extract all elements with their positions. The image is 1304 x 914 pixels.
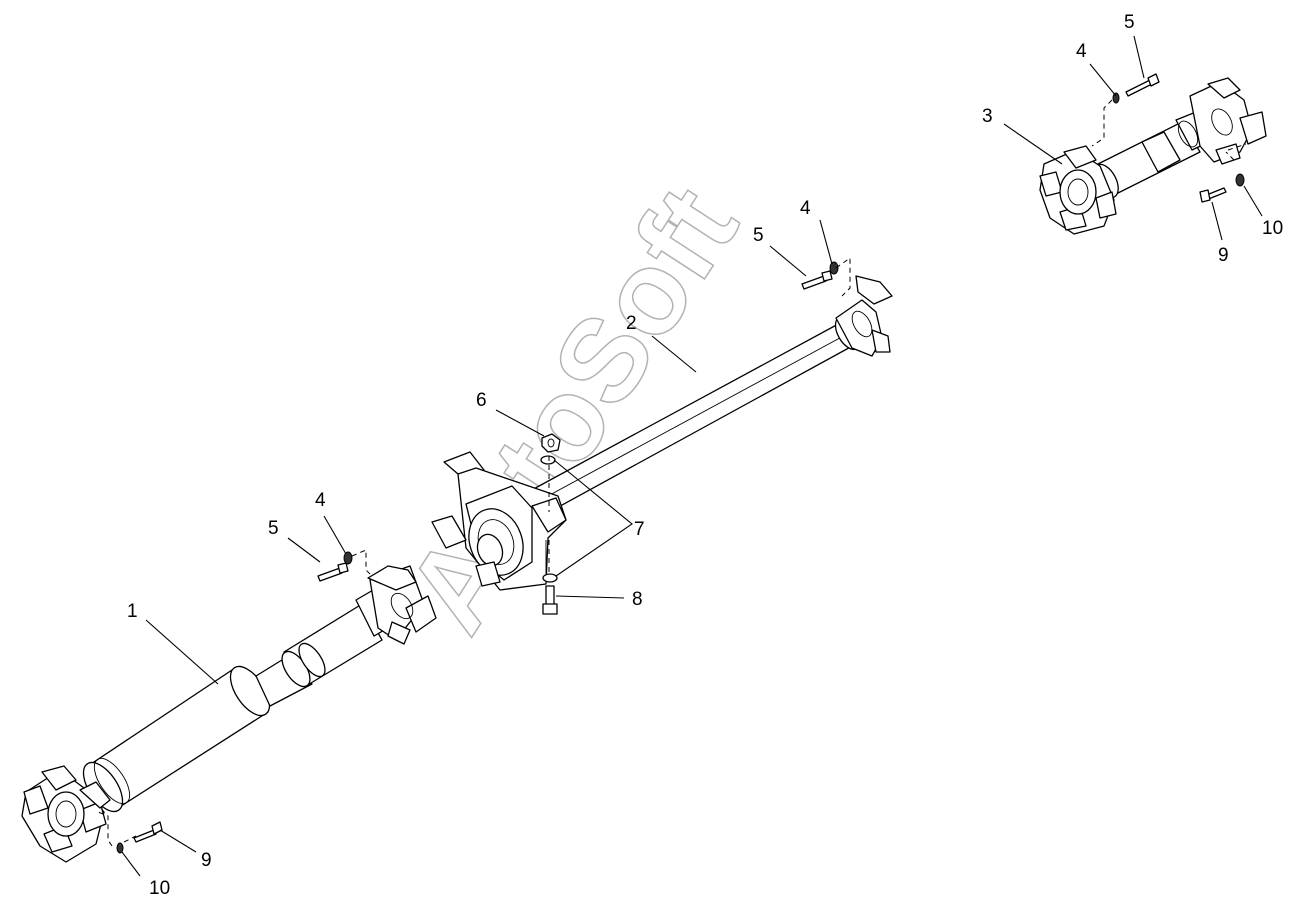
bolt-9-bottom <box>133 821 163 843</box>
callout-10-right: 10 <box>1262 218 1283 239</box>
intermediate-driveshaft <box>431 275 893 591</box>
callout-4-top: 4 <box>1076 41 1087 62</box>
center-bearing-support <box>431 451 567 591</box>
nut-10-bottom <box>116 842 124 854</box>
bolt-8 <box>542 585 558 615</box>
rear-flange-yoke-right <box>1189 77 1267 165</box>
washer-4-middle <box>829 261 839 275</box>
bolt-9-right <box>1199 187 1227 203</box>
callout-1: 1 <box>127 601 138 622</box>
callout-10-bottom: 10 <box>149 878 170 899</box>
bolt-5-top <box>1125 73 1160 97</box>
front-cross-flange-right <box>1039 145 1117 235</box>
callout-6: 6 <box>476 390 487 411</box>
callout-7: 7 <box>634 519 645 540</box>
rear-driveshaft <box>1039 77 1267 235</box>
front-driveshaft <box>21 565 437 863</box>
nut-6 <box>541 433 561 453</box>
callout-4-middle: 4 <box>800 198 811 219</box>
callout-9-right: 9 <box>1218 245 1229 266</box>
washer-4-left <box>343 551 353 565</box>
callout-5-left: 5 <box>268 518 279 539</box>
washer-7-lower <box>542 573 558 583</box>
washer-4-top <box>1112 92 1120 104</box>
nut-10-right <box>1235 173 1245 187</box>
callout-9-bottom: 9 <box>201 850 212 871</box>
callout-4-left: 4 <box>315 490 326 511</box>
rear-flange-yoke <box>367 565 437 645</box>
callout-5-top: 5 <box>1124 12 1135 33</box>
bolt-5-left <box>317 562 349 582</box>
intermediate-rear-flange <box>835 275 893 357</box>
callout-3: 3 <box>982 106 993 127</box>
bolt-5-middle <box>801 270 833 290</box>
leader-lines <box>121 35 1263 877</box>
callout-2: 2 <box>626 313 637 334</box>
front-cross-flange <box>21 765 111 863</box>
callout-numbers: 1 2 3 4 4 4 5 5 5 6 7 8 9 9 10 10 <box>127 12 1283 899</box>
assembly-lines <box>97 99 1247 847</box>
washer-7-upper <box>540 455 556 465</box>
callout-8: 8 <box>632 589 643 610</box>
callout-5-middle: 5 <box>753 225 764 246</box>
